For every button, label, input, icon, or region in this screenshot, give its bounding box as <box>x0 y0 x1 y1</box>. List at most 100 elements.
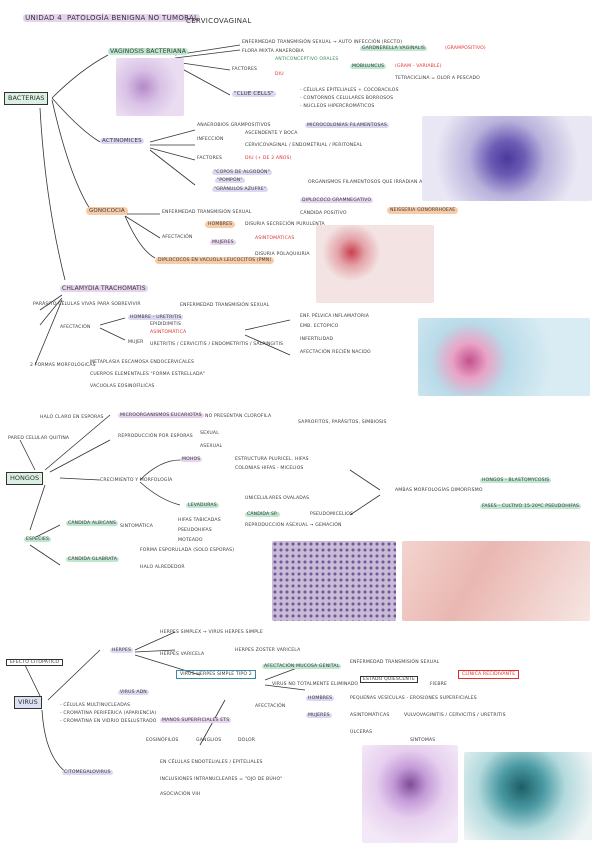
h-item-15: pseudomicelios <box>310 512 354 517</box>
hongos-blasto-label: hongos - blastomycosis <box>480 478 552 483</box>
vi-item-26: úlceras <box>350 730 373 735</box>
actino-node: actinomices <box>100 138 144 145</box>
v-item-0: enfermedad transmisión sexual → auto inf… <box>242 40 403 45</box>
h-item-3: no presentan clorofila <box>205 414 272 419</box>
vi-item-19: - células multinucleadas <box>60 703 131 708</box>
vi-item-18: virus adn <box>118 690 149 696</box>
hombres-label: hombres <box>205 221 236 228</box>
g-item-8: asintomáticas <box>255 236 295 241</box>
h-item-22: sintomática <box>120 524 154 529</box>
v-item-3: (grampositivo) <box>445 46 486 51</box>
v-item-1: flora mixta anaerobia <box>242 49 304 54</box>
cmv-micrograph <box>464 752 592 840</box>
g-item-2: cándida positivo <box>300 211 347 216</box>
virus-root: virus <box>14 696 42 709</box>
h-item-1: halo claro en esporas <box>40 415 104 420</box>
vi-item-2: herpes simplex → virus herpes simple <box>160 630 263 635</box>
copos-label: "copos de algodón" <box>212 170 272 175</box>
h-item-19: fases - cultivo 15-20ºC pseudohifas <box>480 504 582 510</box>
candida-sp-label: cándida sp. <box>245 512 280 517</box>
vaginosis-micrograph <box>116 58 184 116</box>
hombre-uretritis-label: hombre - uretritis <box>128 315 184 320</box>
h-item-26: cándida glabrata <box>66 557 120 563</box>
vi-item-14: pequeñas vesículas - erosiones superfici… <box>350 696 477 701</box>
mobiluncus-label: mobiluncus <box>350 64 387 69</box>
v-item-5: anticonceptivo orales <box>275 57 338 63</box>
clue-item-2: - núcleos hipercromáticos <box>300 104 375 109</box>
vi-item-7: enfermedad transmisión sexual <box>350 660 440 665</box>
chlamydia-micrograph <box>418 318 590 396</box>
c-item-6: asintomática <box>150 330 187 335</box>
page-subtitle: cervicovaginal <box>186 17 252 25</box>
vi-item-3: herpes varicela <box>160 652 205 657</box>
a-item-1: microcolonias filamentosas <box>305 123 389 129</box>
granulos-label: "gránulos azufre" <box>212 187 269 192</box>
vi-item-6: afectación mucosa genital <box>262 664 342 670</box>
quiescente-label: estado quiescente <box>360 676 418 683</box>
c-item-2: afectación <box>60 325 91 330</box>
vhs2-label: virus herpes simple tipo 2 <box>176 670 256 679</box>
page-title: unidad 4 patología benigna no tumoral <box>18 6 201 22</box>
vi-item-23: eosinófilos <box>146 738 179 743</box>
c-item-1: enfermedad transmisión sexual <box>180 303 270 308</box>
virus-adn-label: virus adn <box>118 690 149 695</box>
gono-node: gonococia <box>86 207 128 215</box>
vi-item-13: hombres <box>306 696 335 702</box>
actino-label: actinomices <box>100 138 144 144</box>
a-item-8: "pompón" <box>215 178 245 184</box>
vi-item-4: herpes zoster varicela <box>235 648 301 653</box>
candida-glabrata-micrograph <box>272 541 396 621</box>
h-item-25: moteado <box>178 538 203 543</box>
mujeres-label: mujeres <box>210 240 236 245</box>
g-item-7: mujeres <box>210 240 236 246</box>
h-item-2: microorganismos eucariotas <box>118 413 204 419</box>
c-item-12: 2 formas morfológicas <box>30 363 96 368</box>
reproduccion-asexual-label: reproducción asexual → gemación <box>245 523 342 528</box>
h-item-4: saprofitos, parásitos, simbiosis <box>298 420 387 425</box>
a-item-7: "copos de algodón" <box>212 170 272 176</box>
herpes-label: herpes <box>110 648 134 653</box>
a-item-9: "gránulos azufre" <box>212 187 269 193</box>
virus-mujeres-label: mujeres <box>306 713 332 718</box>
v-item-6: diu <box>275 72 284 77</box>
c-item-3: hombre - uretritis <box>128 315 184 321</box>
c-item-15: vacuolas eosinofílicas <box>90 384 155 389</box>
g-item-10: diplococos en vacuola leucocitos (pmn) <box>155 257 275 264</box>
c-item-9: emb. ectópico <box>300 324 339 329</box>
h-item-8: crecimiento y morfología <box>100 478 173 483</box>
g-item-6: disuria secreción purulenta <box>245 222 325 227</box>
h-item-18: hongos - blastomycosis <box>480 478 552 484</box>
g-item-4: afectación <box>162 235 193 240</box>
a-item-5: factores <box>197 156 223 161</box>
c-item-0: parásito células vivas para sobrevivir <box>33 302 141 307</box>
levaduras-label: levaduras <box>186 503 219 508</box>
gonococcus-micrograph <box>316 225 434 303</box>
vaginosis-label: vaginosis bacteriana <box>108 48 189 55</box>
g-item-9: disuria polaquiuria <box>255 252 310 257</box>
a-item-3: ascendente y boca <box>245 131 298 136</box>
c-item-13: metaplasia escamosa endocervicales <box>90 360 195 365</box>
mucosa-genital-label: afectación mucosa genital <box>262 664 342 669</box>
hongos-root: hongos <box>6 472 44 485</box>
vi-item-22: manos superficiales ets <box>160 718 232 724</box>
v-item-2: gardnerella vaginalis <box>360 46 428 52</box>
vi-item-8: virus no totalmente eliminado <box>272 682 359 687</box>
vi-item-21: - cromatina en vidrio deslustrado <box>60 719 157 724</box>
h-item-10: estructura pluricel. hifas <box>235 457 309 462</box>
chlamydia-label: chlamydia trachomatis <box>60 285 148 292</box>
v-item-8: (gram - variable) <box>395 64 442 69</box>
h-item-16: reproducción asexual → gemación <box>245 523 342 529</box>
h-item-27: forma esporulada (solo esporas) <box>140 548 235 553</box>
g-item-1: diplococo gramnegativo <box>300 198 374 204</box>
v-item-7: mobiluncus <box>350 64 387 70</box>
h-item-7: asexual <box>200 444 223 449</box>
vi-item-0: efecto citopático <box>6 659 64 666</box>
c-item-4: epididimitis <box>150 322 182 327</box>
c-item-7: uretritis / cervicitis / endometritis / … <box>150 342 284 347</box>
clue-label: "clue cells" <box>232 91 276 97</box>
title-line-1: unidad 4 patología benigna no tumoral <box>23 14 201 22</box>
c-item-14: cuerpos elementales "forma estrellada" <box>90 372 206 377</box>
vi-item-28: citomegalovirus <box>62 770 113 776</box>
microorganismos-label: microorganismos eucariotas <box>118 413 204 418</box>
h-item-23: hifas tabicadas <box>178 518 221 523</box>
